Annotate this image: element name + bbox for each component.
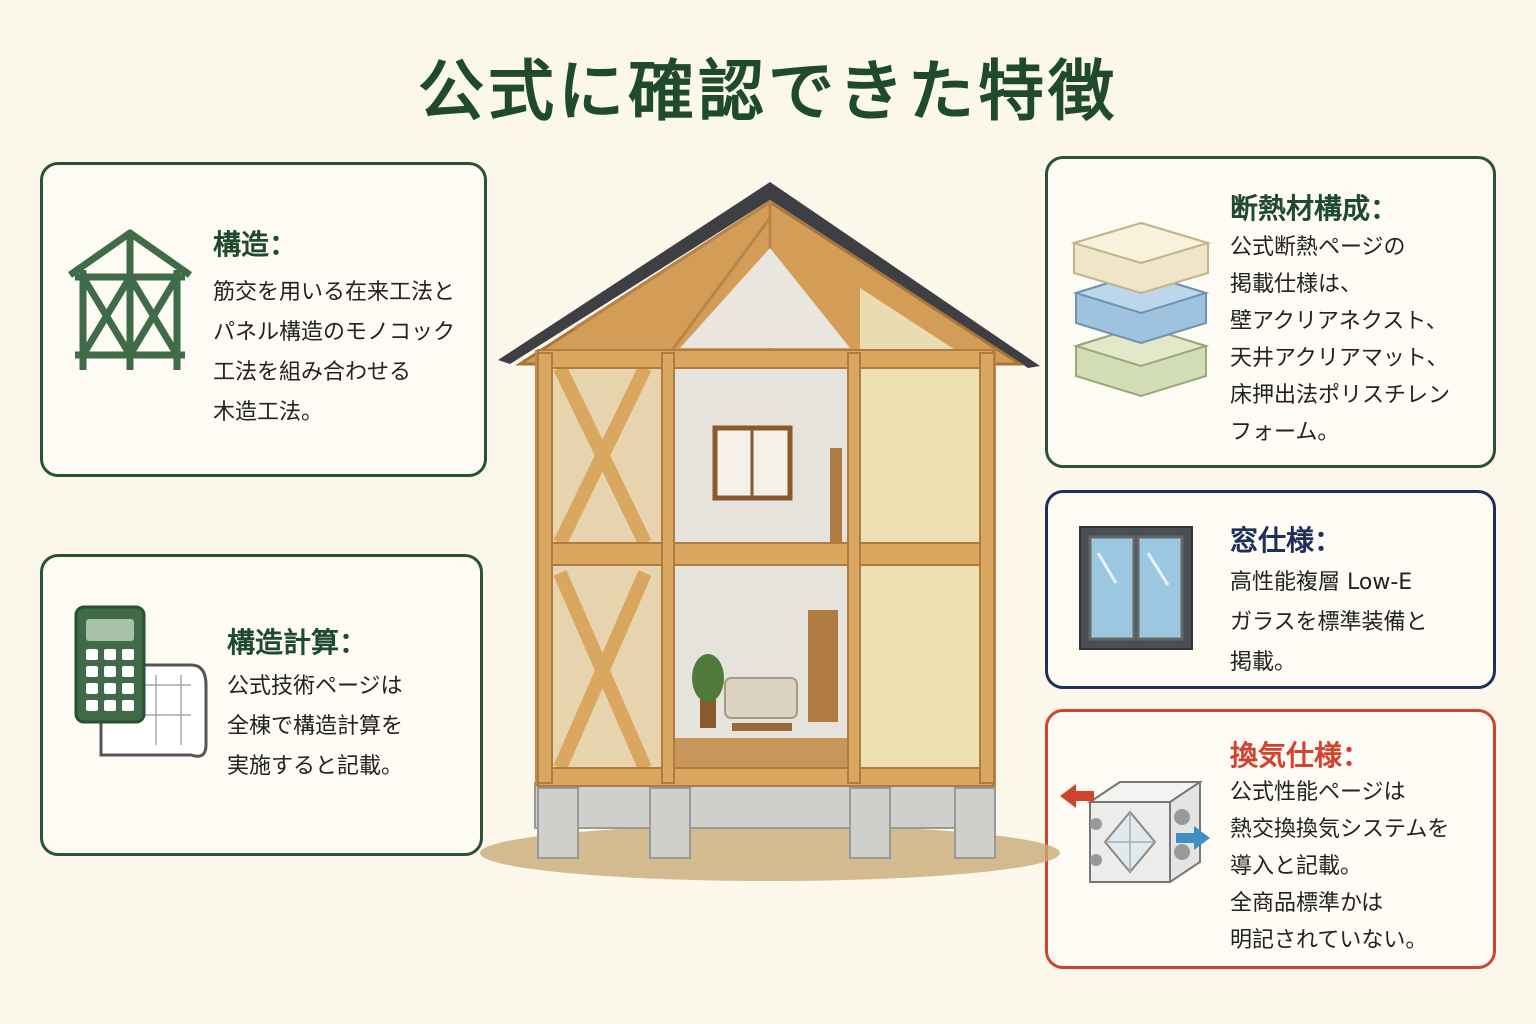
window-heading: 窓仕様： [1230,524,1343,557]
insulation-card: 断熱材構成： 公式断熱ページの 掲載仕様は、 壁アクリアネクスト、 天井アクリア… [1045,156,1496,468]
window-body: 高性能複層 Low-E ガラスを標準装備と 掲載。 [1230,570,1428,675]
window-card: 窓仕様： 高性能複層 Low-E ガラスを標準装備と 掲載。 [1045,490,1496,689]
ventilation-heading: 換気仕様： [1230,739,1371,772]
page-title: 公式に確認できた特徴 [418,52,1118,130]
house-cutaway-illustration [480,182,1060,881]
window-icon [1079,526,1193,650]
insulation-layers-icon [1070,221,1212,398]
structural-calc-heading: 構造計算： [227,626,368,659]
structure-card: 構造： 筋交を用いる在来工法と パネル構造のモノコック 工法を組み合わせる 木造… [40,162,487,477]
ventilation-card: 換気仕様： 公式性能ページは 熱交換換気システムを 導入と記載。 全商品標準かは… [1045,709,1496,969]
heat-exchanger-icon [1060,781,1210,883]
ventilation-body: 公式性能ページは 熱交換換気システムを 導入と記載。 全商品標準かは 明記されて… [1230,780,1450,953]
insulation-body: 公式断熱ページの 掲載仕様は、 壁アクリアネクスト、 天井アクリアマット、 床押… [1230,235,1451,445]
structural-calc-card: 構造計算： 公式技術ページは 全棟で構造計算を 実施すると記載。 [40,554,483,856]
foundation [534,782,996,859]
insulation-heading: 断熱材構成： [1230,192,1399,225]
timber-frame-icon [67,229,193,370]
structure-body: 筋交を用いる在来工法と パネル構造のモノコック 工法を組み合わせる 木造工法。 [213,280,456,425]
structure-heading: 構造： [213,228,298,261]
calculator-blueprint-icon [74,605,208,758]
structural-calc-body: 公式技術ページは 全棟で構造計算を 実施すると記載。 [227,674,404,779]
